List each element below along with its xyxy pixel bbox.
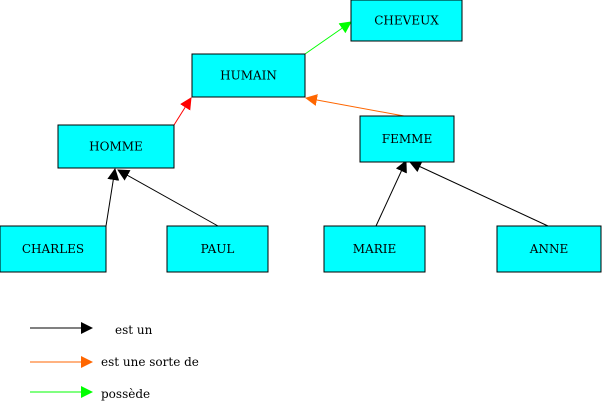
legend-item-est-un: est un: [30, 322, 153, 337]
node-humain[interactable]: HUMAIN: [191, 53, 306, 98]
node-cheveux[interactable]: CHEVEUX: [350, 0, 463, 42]
legend-label-est-un: est un: [115, 323, 153, 337]
node-label-anne: ANNE: [529, 242, 568, 256]
node-marie[interactable]: MARIE: [323, 225, 426, 273]
node-label-humain: HUMAIN: [220, 69, 277, 83]
legend: est un est une sorte de possède: [30, 322, 199, 401]
node-anne[interactable]: ANNE: [496, 225, 602, 273]
legend-label-est-une-sorte-de: est une sorte de: [101, 355, 199, 369]
node-homme[interactable]: HOMME: [57, 124, 175, 169]
node-label-femme: FEMME: [382, 132, 432, 146]
edge-charles-est-un-homme: [105, 168, 120, 227]
edge-marie-est-un-femme: [375, 160, 407, 227]
legend-item-est-une-sorte-de: est une sorte de: [30, 355, 199, 369]
edge-anne-est-un-femme: [409, 161, 549, 227]
legend-item-possede: possède: [30, 386, 150, 401]
node-paul[interactable]: PAUL: [166, 225, 269, 273]
node-femme[interactable]: FEMME: [359, 115, 455, 163]
node-label-paul: PAUL: [201, 242, 235, 256]
edges: [105, 21, 549, 227]
edge-homme-to-humain: [173, 97, 192, 126]
node-label-charles: CHARLES: [22, 242, 84, 256]
legend-label-possede: possède: [101, 387, 150, 401]
edge-paul-est-un-homme: [117, 169, 219, 227]
node-label-homme: HOMME: [89, 140, 143, 154]
node-label-marie: MARIE: [353, 242, 397, 256]
node-label-cheveux: CHEVEUX: [374, 14, 439, 28]
edge-humain-possede-cheveux: [304, 21, 352, 55]
node-charles[interactable]: CHARLES: [0, 225, 107, 273]
edge-femme-est-une-sorte-de-humain: [305, 94, 405, 117]
